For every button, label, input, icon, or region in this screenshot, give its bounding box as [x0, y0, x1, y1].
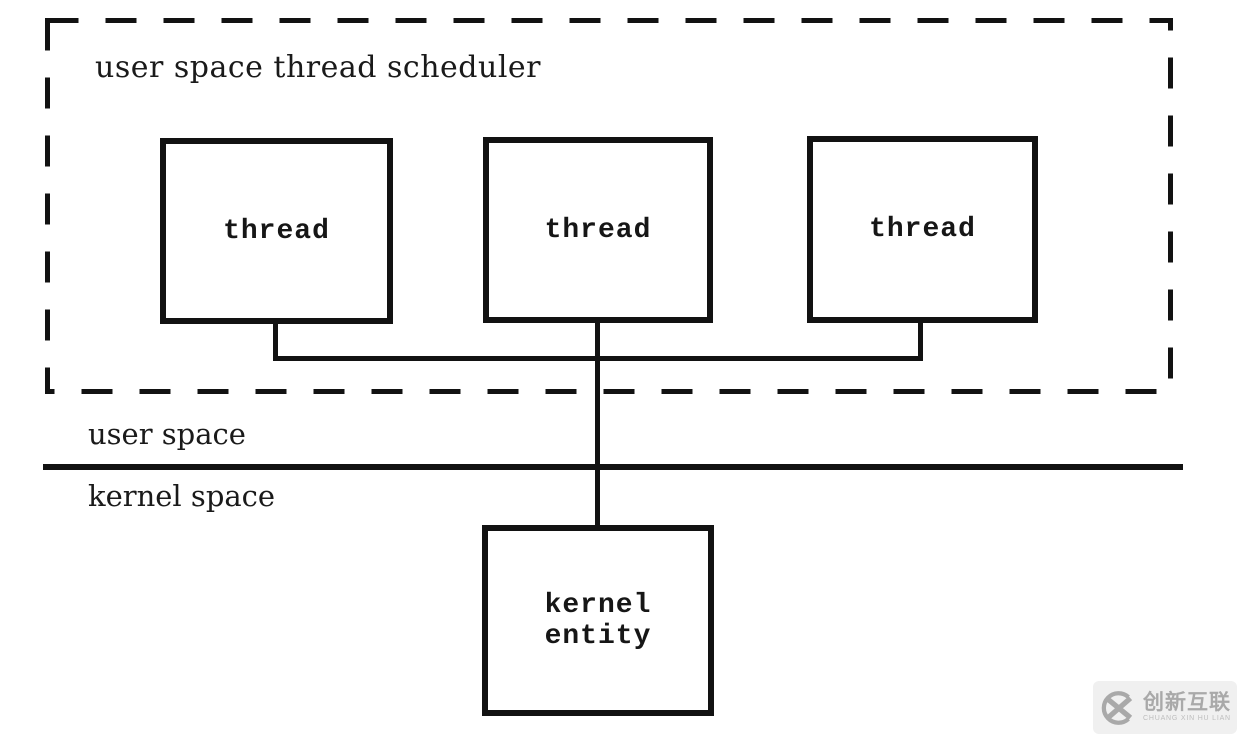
watermark-text: 创新互联 CHUANG XIN HU LIAN: [1143, 692, 1231, 723]
thread-box-1: thread: [160, 138, 393, 324]
thread-box-2: thread: [483, 137, 713, 323]
thread-box-3: thread: [807, 136, 1038, 323]
kernel-space-label: kernel space: [88, 479, 276, 513]
kernel-entity-label-line2: entity: [544, 620, 652, 652]
thread-box-1-label: thread: [223, 215, 330, 247]
thread-box-2-label: thread: [544, 214, 652, 246]
watermark: 创新互联 CHUANG XIN HU LIAN: [1093, 681, 1237, 734]
kernel-entity-label: kernel entity: [545, 590, 652, 652]
kernel-entity-label-line1: kernel: [544, 589, 652, 621]
scheduler-region-label: user space thread scheduler: [95, 50, 542, 85]
kernel-entity-box: kernel entity: [482, 525, 714, 716]
scheduler-dashed-border: [45, 18, 1173, 394]
thread-box-3-label: thread: [869, 214, 976, 245]
watermark-subtext: CHUANG XIN HU LIAN: [1143, 715, 1231, 722]
circle-x-icon: [1101, 690, 1133, 725]
user-space-label: user space: [88, 417, 246, 451]
watermark-brand: 创新互联: [1143, 691, 1231, 714]
